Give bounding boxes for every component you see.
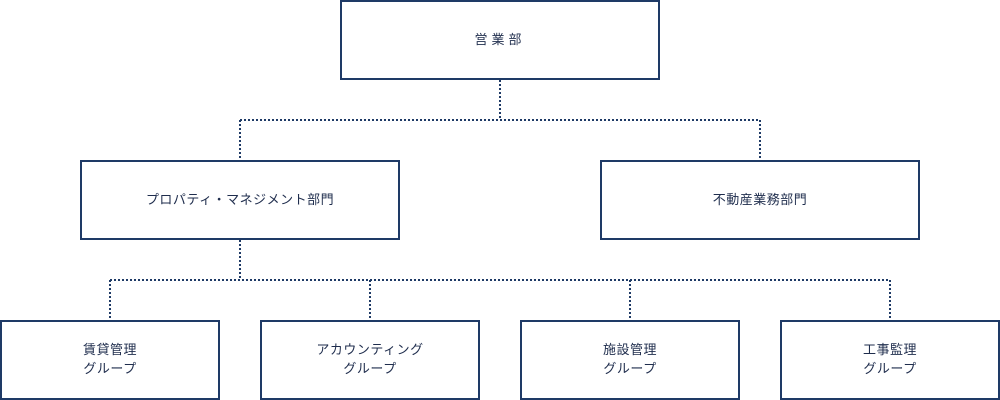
lease-management-group-box: 賃貸管理 グループ xyxy=(0,320,220,400)
lease-management-group-label-line2: グループ xyxy=(83,362,137,377)
real-estate-division-label: 不動産業務部門 xyxy=(712,192,808,208)
lease-management-group-label-line1: 賃貸管理 xyxy=(82,343,137,358)
facility-management-group-box: 施設管理 グループ xyxy=(520,320,740,400)
construction-supervision-group-label-line2: グループ xyxy=(863,362,917,377)
sales-department-box: 営業部 xyxy=(340,0,660,80)
real-estate-division-box: 不動産業務部門 xyxy=(600,160,920,240)
sales-department-label: 営業部 xyxy=(474,32,526,48)
accounting-group-box: アカウンティング グループ xyxy=(260,320,480,400)
property-management-division-label: プロパティ・マネジメント部門 xyxy=(145,192,335,208)
facility-management-group-label-line1: 施設管理 xyxy=(602,343,657,358)
construction-supervision-group-label-line1: 工事監理 xyxy=(862,343,917,358)
facility-management-group-label-line2: グループ xyxy=(603,362,657,377)
construction-supervision-group-box: 工事監理 グループ xyxy=(780,320,1000,400)
accounting-group-label-line1: アカウンティング xyxy=(316,343,424,358)
accounting-group-label-line2: グループ xyxy=(343,362,397,377)
property-management-division-box: プロパティ・マネジメント部門 xyxy=(80,160,400,240)
